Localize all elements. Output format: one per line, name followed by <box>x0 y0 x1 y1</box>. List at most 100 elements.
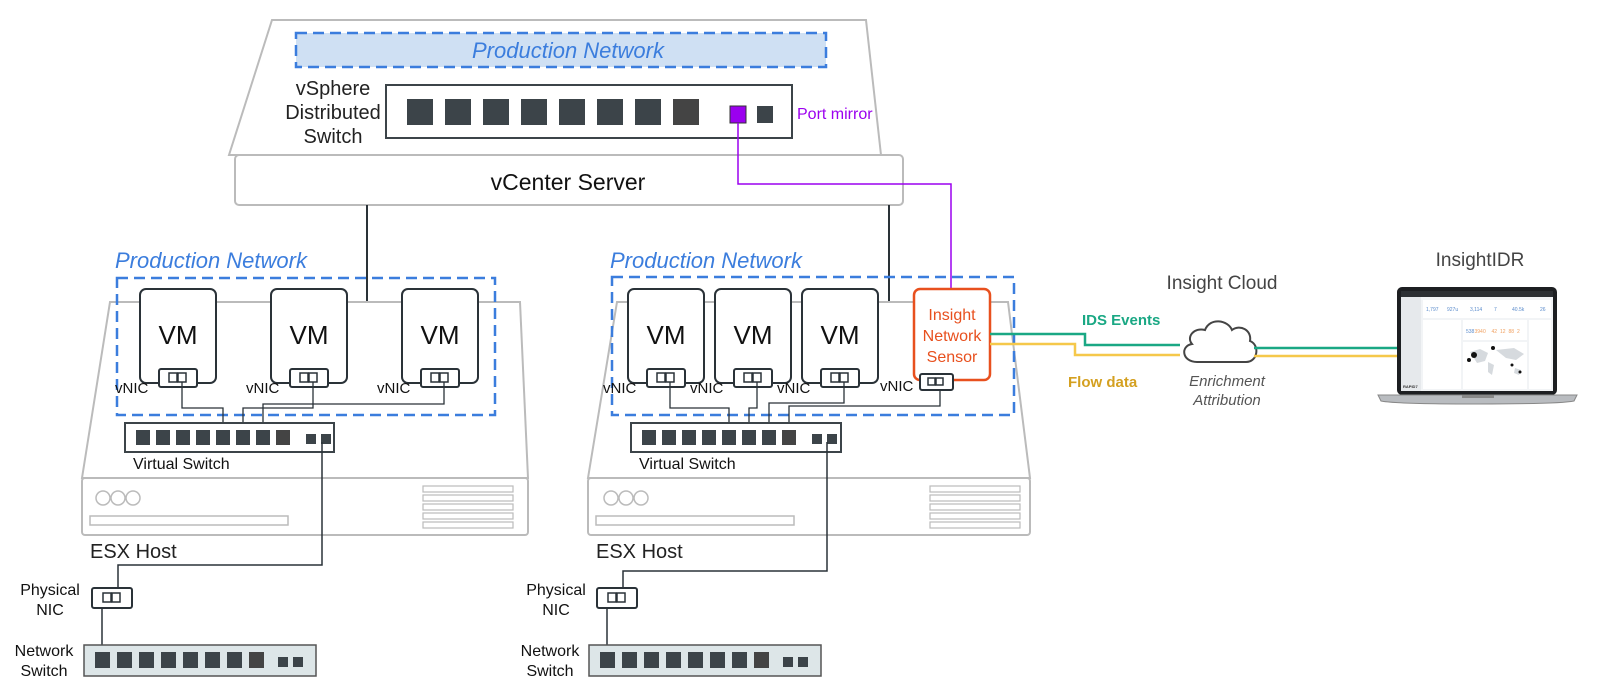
host-1-physical-nic-label-1: Physical <box>20 582 80 599</box>
vnic-label: vNIC <box>115 380 149 397</box>
host-1-vents <box>422 485 514 529</box>
network-switch-uplink-port <box>783 657 793 667</box>
vm-label: VM <box>647 320 686 350</box>
network-switch-uplink-port <box>293 657 303 667</box>
vswitch-port <box>642 430 656 445</box>
host-1-chassis-front <box>81 477 529 536</box>
port-mirror-port[interactable] <box>729 105 747 124</box>
screen-alert-count: 394 <box>1475 329 1484 335</box>
screen-stats-bar <box>1423 300 1551 318</box>
vent-slot <box>422 503 514 511</box>
vent-slot <box>422 485 514 493</box>
vds-port-group <box>407 99 699 125</box>
laptop-base <box>1377 394 1578 405</box>
vent-slot <box>929 521 1021 529</box>
screen-stat-5: 40.5k <box>1512 307 1525 313</box>
host-2-esx-host-label: ESX Host <box>596 541 683 563</box>
vm-label: VM <box>290 320 329 350</box>
host-1-physical-nic-port-2 <box>111 592 121 603</box>
host-2-production-network-label: Production Network <box>610 248 803 273</box>
vnic-wire <box>242 382 314 432</box>
sensor-vnic-port-2 <box>935 377 944 386</box>
host-1-indicator-2 <box>110 490 126 506</box>
host-1-physical-nic-port-1 <box>102 592 112 603</box>
port-mirror-label: Port mirror <box>797 106 873 123</box>
cloud-caption-line-1: Enrichment <box>1189 373 1266 390</box>
vm[interactable]: VM vNIC <box>246 288 348 397</box>
vds-label-line-2: Distributed <box>285 102 381 124</box>
vnic-label: vNIC <box>690 380 724 397</box>
network-switch-port <box>600 652 615 668</box>
insight-cloud: Insight Cloud Enrichment Attribution <box>1167 273 1278 409</box>
vds-port <box>483 99 509 125</box>
network-switch-uplink-port <box>798 657 808 667</box>
network-switch-port <box>117 652 132 668</box>
vnic-port <box>430 372 440 383</box>
host-1-indicator-1 <box>95 490 111 506</box>
vnic-label: vNIC <box>603 380 637 397</box>
host-1-esx-host-label: ESX Host <box>90 541 177 563</box>
network-switch-port <box>139 652 154 668</box>
screen-map-panel <box>1463 342 1527 389</box>
vcenter-server-box <box>234 154 904 206</box>
host-2-network-switch-label-1: Network <box>521 643 581 660</box>
cloud-icon <box>1183 320 1258 363</box>
screen-stat-3: 3,114 <box>1470 307 1482 313</box>
screen-sidebar <box>1401 297 1421 391</box>
vnic-port <box>830 372 840 383</box>
flow-data-flow <box>990 342 1180 357</box>
cloud-caption-line-2: Attribution <box>1192 392 1261 409</box>
vnic-wire <box>669 382 730 432</box>
vswitch-uplink-port <box>827 434 837 444</box>
vswitch-port <box>176 430 190 445</box>
ids-events-label: IDS Events <box>1082 312 1160 329</box>
host-1-production-network-label: Production Network <box>115 248 308 273</box>
sensor-label-line-2: Network <box>923 328 983 345</box>
vnic-port <box>656 372 666 383</box>
insightidr-laptop[interactable]: InsightIDR 1,797 927u 3,114 7 40.5k 26 5… <box>1377 250 1578 405</box>
vswitch-uplink-port <box>306 434 316 444</box>
vswitch-uplink-port <box>321 434 331 444</box>
host-2-chassis-front <box>587 477 1031 536</box>
vm[interactable]: VM vNIC <box>603 288 705 397</box>
vent-slot <box>929 485 1021 493</box>
network-switch-uplink-port <box>278 657 288 667</box>
vent-slot <box>422 521 514 529</box>
vnic-label: vNIC <box>777 380 811 397</box>
vds-port <box>673 99 699 125</box>
host-1-network-switch-label-2: Switch <box>20 663 67 680</box>
network-switch-port <box>644 652 659 668</box>
vnic-port <box>168 372 178 383</box>
vswitch-port <box>722 430 736 445</box>
vcenter-production-network-zone <box>294 31 828 69</box>
vds-port <box>521 99 547 125</box>
vswitch-port <box>156 430 170 445</box>
sensor-label-line-3: Sensor <box>927 349 978 366</box>
vnic-label: vNIC <box>246 380 280 397</box>
screen-panel-right <box>1529 320 1551 389</box>
host-2-physical-nic-label-2: NIC <box>542 602 570 619</box>
vcenter-production-network-label: Production Network <box>472 38 665 63</box>
network-switch-port <box>205 652 220 668</box>
screen-stat-2: 927u <box>1447 307 1458 313</box>
host-1-vswitch-ports <box>136 430 331 445</box>
screen-alert-count: 2 <box>1517 329 1520 335</box>
vswitch-port <box>196 430 210 445</box>
vnic-wire <box>768 382 845 432</box>
network-switch-port <box>183 652 198 668</box>
host-2-indicator-3 <box>633 490 649 506</box>
vds-label-line-1: vSphere <box>296 78 371 100</box>
laptop-notch <box>1462 395 1494 398</box>
screen-stat-4: 7 <box>1494 307 1497 313</box>
sensor-wire <box>788 386 941 432</box>
screen-alert-count: 42 <box>1492 329 1498 335</box>
vds-port <box>407 99 433 125</box>
vswitch-port <box>136 430 150 445</box>
